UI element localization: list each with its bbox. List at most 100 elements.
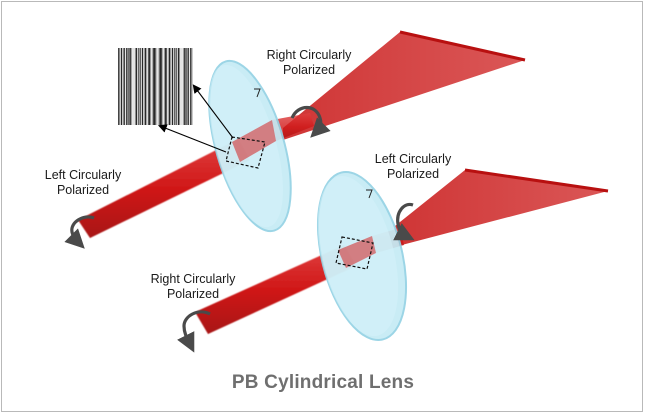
top-input-label-line1: Left Circularly — [44, 168, 122, 182]
grating-stripe — [157, 48, 158, 125]
grating-stripe — [120, 48, 121, 125]
grating-stripe — [147, 48, 148, 125]
grating-stripe — [155, 48, 156, 125]
grating-stripe — [189, 48, 190, 125]
grating-stripe — [186, 48, 187, 125]
top-output-polarization-label: Right Circularly Polarized — [254, 48, 364, 78]
grating-stripe — [152, 48, 153, 125]
grating-stripe — [140, 48, 141, 125]
curved-rotation-arrow-icon — [64, 215, 95, 249]
bottom-input-label-line2: Polarized — [166, 287, 220, 301]
bottom-lens-sample-region — [335, 236, 374, 270]
grating-stripe — [151, 48, 152, 125]
grating-stripe — [178, 48, 179, 125]
grating-stripe — [184, 48, 185, 125]
grating-stripe — [129, 48, 130, 125]
grating-stripe — [127, 48, 128, 125]
top-output-label-line1: Right Circularly — [266, 48, 352, 62]
bottom-beam-in-lens — [338, 236, 376, 268]
grating-stripe — [142, 48, 143, 125]
grating-stripe — [165, 48, 166, 125]
grating-stripe — [134, 48, 135, 125]
bottom-input-polarization-label: Right Circularly Polarized — [138, 272, 248, 302]
grating-stripe — [159, 48, 160, 125]
grating-stripe — [185, 48, 186, 125]
grating-stripe — [173, 48, 174, 125]
grating-stripe — [179, 48, 180, 125]
top-cone-edge — [399, 30, 526, 62]
top-output-beam-cone — [283, 32, 525, 140]
grating-stripe — [166, 48, 167, 125]
grating-stripe — [119, 48, 120, 125]
grating-stripe — [154, 48, 155, 125]
grating-stripe — [124, 48, 125, 125]
top-input-label-line2: Polarized — [56, 183, 110, 197]
grating-stripe — [176, 48, 177, 125]
curved-rotation-arrow-icon — [290, 105, 331, 138]
top-lens-sample-region — [225, 136, 266, 169]
grating-stripe — [141, 48, 142, 125]
grating-stripe — [168, 48, 169, 125]
grating-stripe — [131, 48, 132, 125]
bottom-output-polarization-label: Left Circularly Polarized — [358, 152, 468, 182]
top-input-polarization-label: Left Circularly Polarized — [28, 168, 138, 198]
top-beam-in-lens — [232, 120, 276, 162]
grating-stripe — [133, 48, 134, 125]
grating-stripe — [188, 48, 189, 125]
grating-stripe — [138, 48, 139, 125]
grating-pattern-icon — [118, 48, 193, 125]
grating-stripe — [137, 48, 138, 125]
bottom-input-beam — [195, 245, 356, 334]
grating-stripe — [161, 48, 162, 125]
grating-stripe — [123, 48, 124, 125]
grating-stripe — [172, 48, 173, 125]
top-input-beam — [78, 139, 250, 238]
bottom-input-label-line1: Right Circularly — [150, 272, 236, 286]
grating-stripe — [136, 48, 137, 125]
grating-stripe — [156, 48, 157, 125]
grating-stripe — [164, 48, 165, 125]
grating-stripe — [183, 48, 184, 125]
grating-stripe — [122, 48, 123, 125]
grating-stripe — [175, 48, 176, 125]
bottom-output-beam-cone — [395, 170, 608, 246]
grating-stripe — [153, 48, 154, 125]
grating-stripe — [145, 48, 146, 125]
grating-stripe — [171, 48, 172, 125]
grating-stripe — [169, 48, 170, 125]
grating-stripe — [167, 48, 168, 125]
grating-stripe — [163, 48, 164, 125]
grating-stripe — [158, 48, 159, 125]
grating-stripe — [177, 48, 178, 125]
grating-stripe — [150, 48, 151, 125]
top-lens-tick — [254, 88, 261, 98]
grating-stripe — [187, 48, 188, 125]
grating-stripe — [121, 48, 122, 125]
pointer-arrow-lower — [157, 124, 227, 153]
curved-rotation-arrow-icon — [177, 310, 211, 353]
grating-stripe — [191, 48, 192, 125]
grating-stripe — [146, 48, 147, 125]
bottom-cone-edge — [464, 168, 609, 193]
grating-stripe — [135, 48, 136, 125]
grating-stripe — [125, 48, 126, 125]
grating-stripe — [148, 48, 149, 125]
figure-title: PB Cylindrical Lens — [231, 372, 415, 393]
grating-stripe — [162, 48, 163, 125]
bottom-output-label-line2: Polarized — [386, 167, 440, 181]
grating-stripe — [160, 48, 161, 125]
pointer-arrow-upper — [192, 84, 234, 139]
grating-stripe — [181, 48, 182, 125]
top-output-label-line2: Polarized — [282, 63, 336, 77]
grating-stripe — [130, 48, 131, 125]
grating-stripe — [132, 48, 133, 125]
curved-rotation-arrow-icon — [393, 202, 415, 241]
grating-stripe — [139, 48, 140, 125]
grating-stripe — [149, 48, 150, 125]
grating-stripe — [182, 48, 183, 125]
bottom-output-label-line1: Left Circularly — [374, 152, 452, 166]
grating-stripe — [190, 48, 191, 125]
grating-stripe — [180, 48, 181, 125]
grating-stripe — [128, 48, 129, 125]
